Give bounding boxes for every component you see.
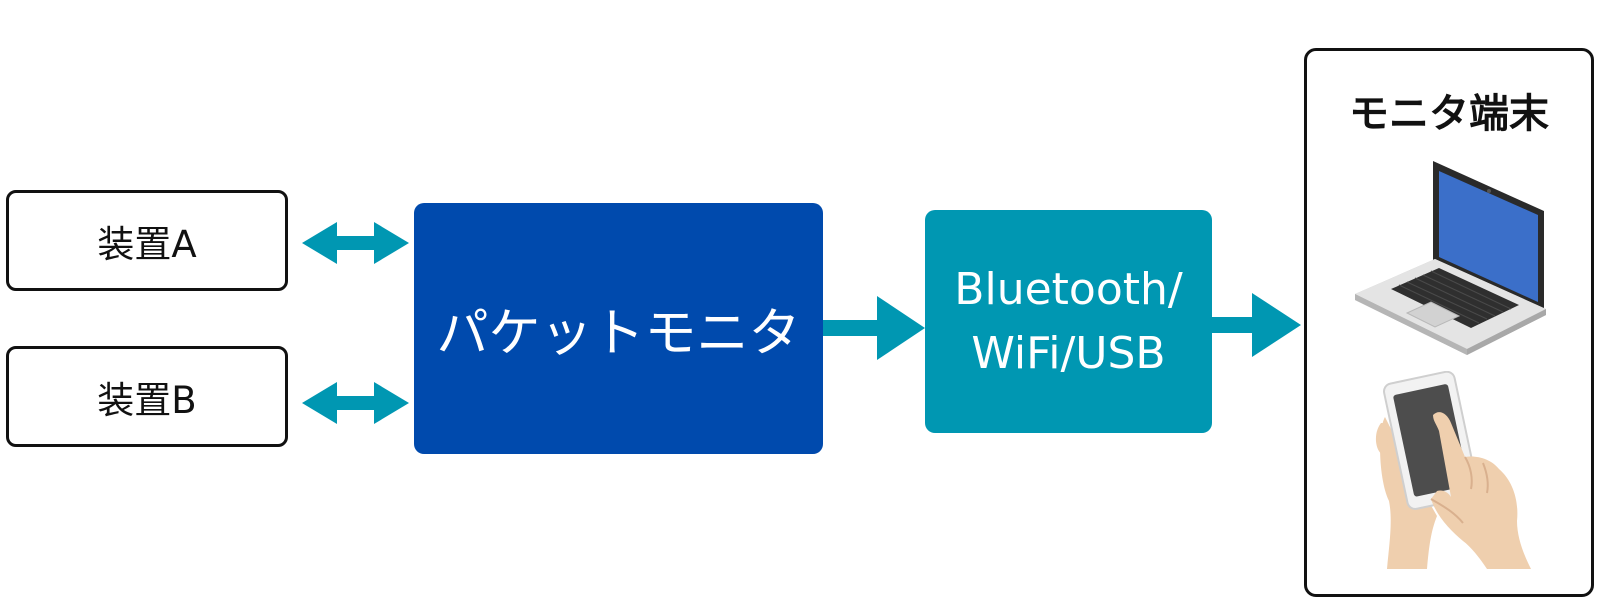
laptop-icon bbox=[1355, 161, 1546, 355]
device-a-double-arrow bbox=[302, 222, 409, 264]
device-b-double-arrow bbox=[302, 382, 409, 424]
device-a-label: 装置A bbox=[97, 222, 197, 266]
connection-method-line2: WiFi/USB bbox=[971, 327, 1166, 379]
smartphone-in-hand-icon bbox=[1375, 371, 1531, 569]
device-b-label: 装置B bbox=[97, 378, 197, 422]
monitor-to-link-arrow bbox=[823, 296, 925, 360]
monitor-terminal-title: モニタ端末 bbox=[1349, 91, 1549, 137]
link-to-terminal-arrow bbox=[1212, 293, 1301, 357]
packet-monitor-box: パケットモニタ bbox=[414, 203, 823, 454]
connection-method-box: Bluetooth/ WiFi/USB bbox=[925, 210, 1212, 433]
connection-method-line1: Bluetooth/ bbox=[954, 263, 1183, 315]
packet-monitor-label: パケットモニタ bbox=[436, 304, 801, 364]
monitor-terminal-box: モニタ端末 bbox=[1304, 48, 1594, 597]
device-b-box: 装置B bbox=[6, 346, 288, 447]
device-a-box: 装置A bbox=[6, 190, 288, 291]
